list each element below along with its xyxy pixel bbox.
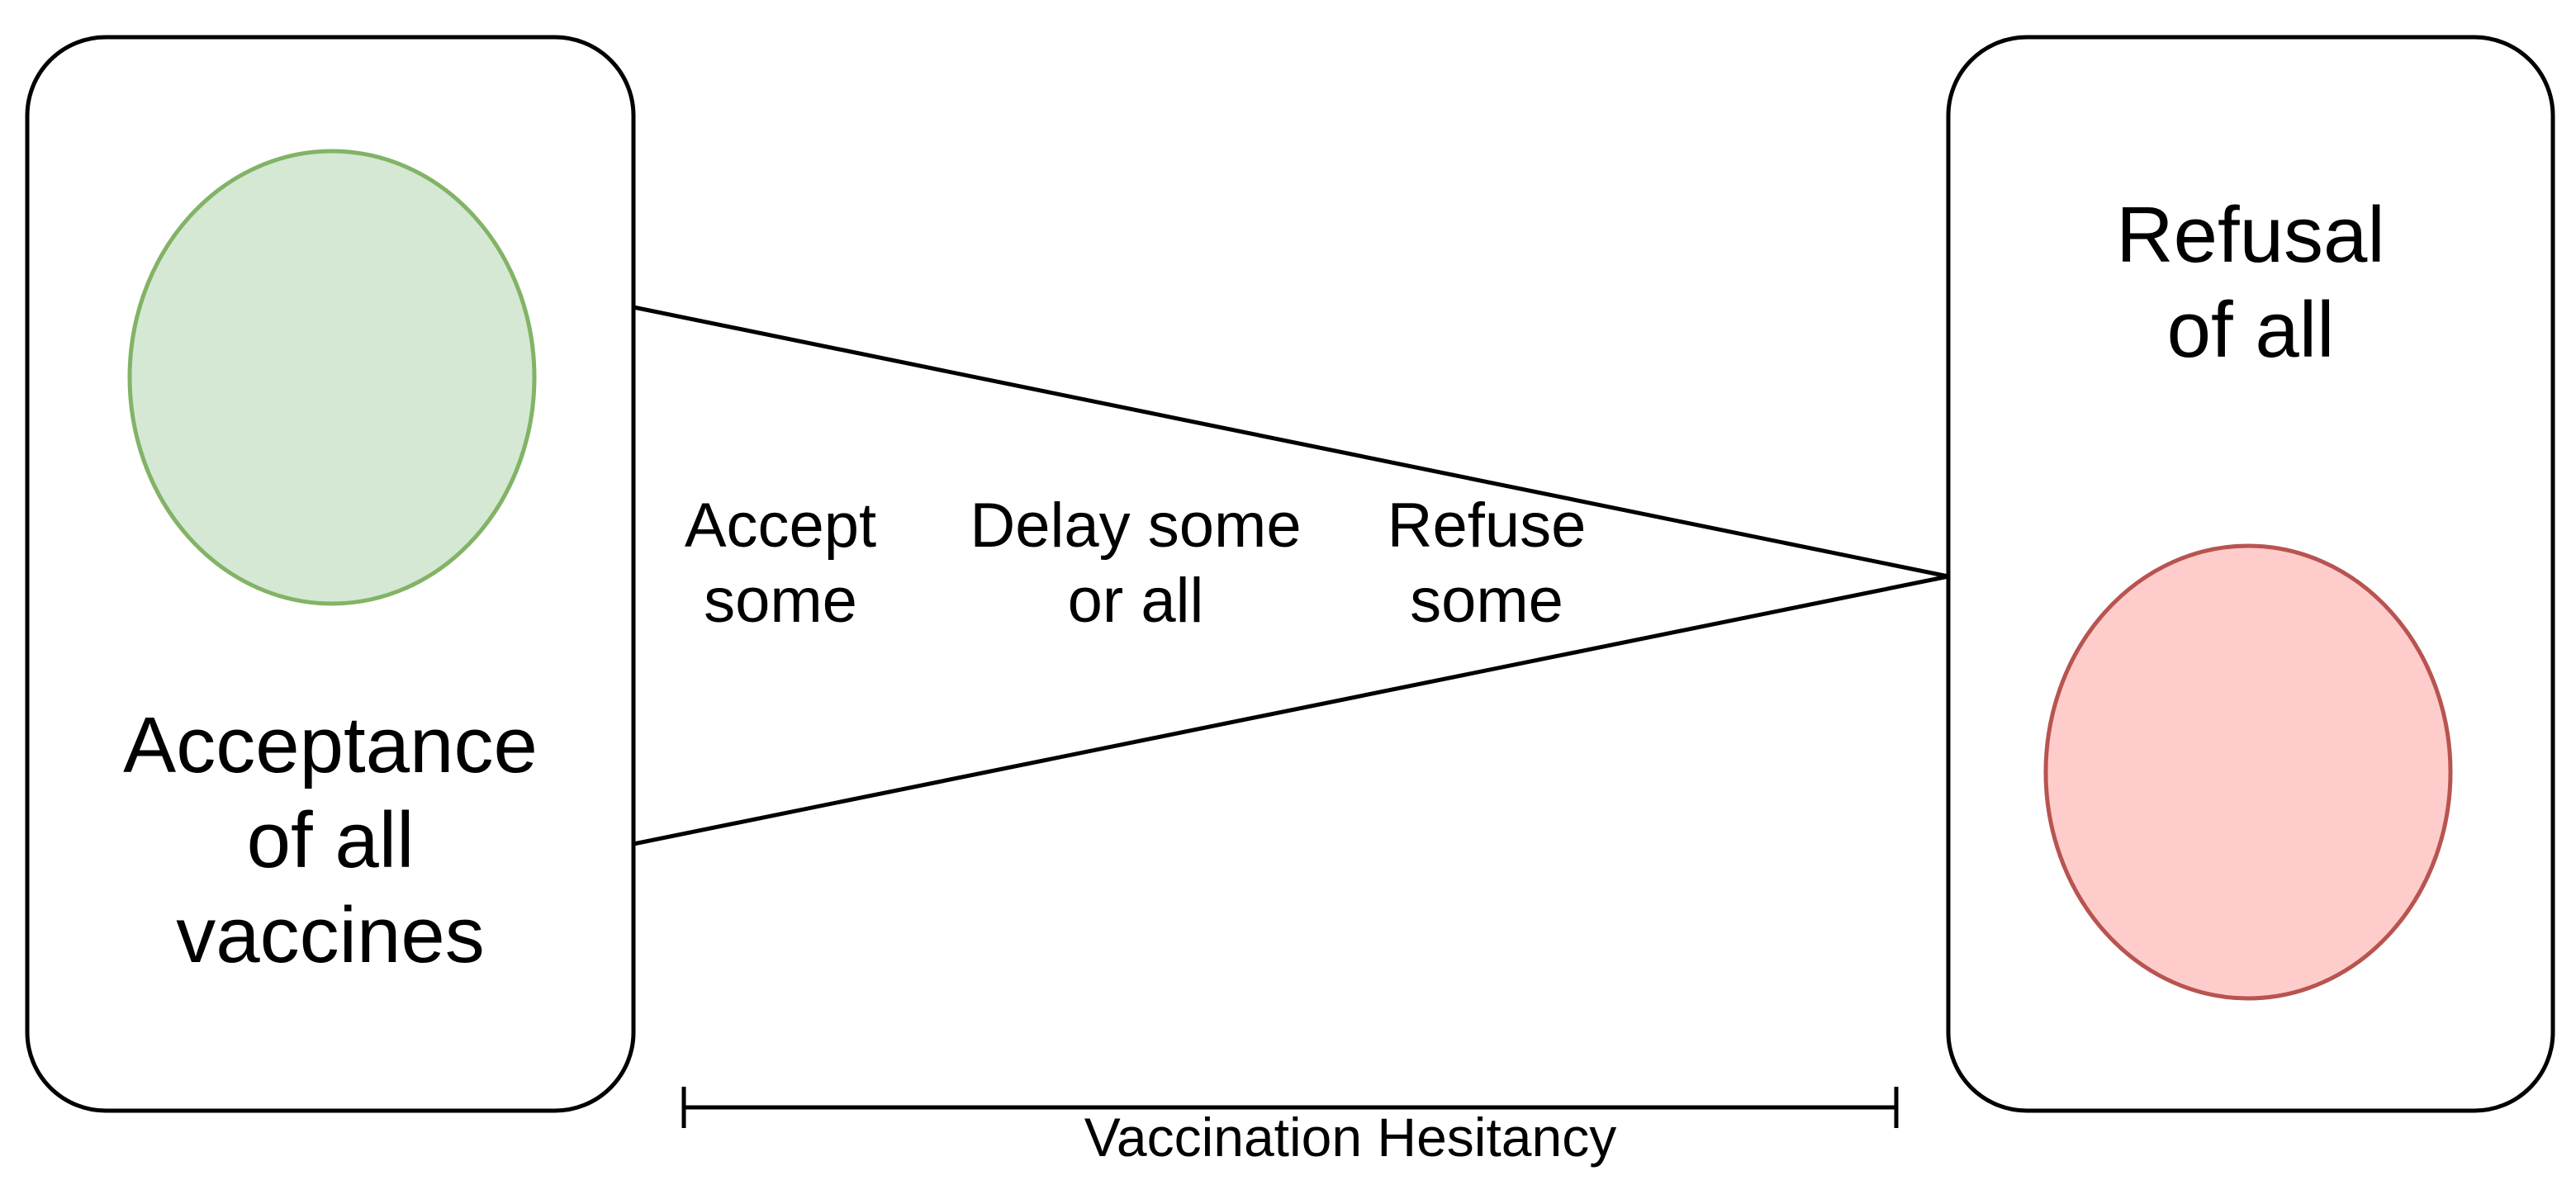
refuse-some-label: Refuse some [1363, 488, 1611, 638]
vaccination-hesitancy-label: Vaccination Hesitancy [1084, 1107, 1617, 1168]
delay-some-label-line: Delay some [970, 491, 1302, 561]
refusal-label-line: Refusal [2116, 191, 2385, 279]
accept-some-label-line: some [704, 566, 857, 637]
acceptance-label-line: vaccines [176, 891, 485, 980]
refuse-some-label-line: some [1410, 566, 1563, 637]
wedge-lower-line [633, 574, 1949, 846]
acceptance-label: Acceptance of all vaccines [27, 698, 633, 984]
refusal-label-line: of all [2166, 286, 2335, 375]
refusal-label: Refusal of all [1948, 187, 2553, 377]
accept-some-label-line: Accept [684, 491, 877, 561]
refusal-circle [2043, 543, 2453, 1001]
delay-some-label-line: or all [1067, 566, 1204, 637]
refuse-some-label-line: Refuse [1387, 491, 1587, 561]
accept-some-label: Accept some [657, 488, 904, 638]
acceptance-circle [127, 149, 537, 606]
acceptance-label-line: Acceptance [123, 701, 538, 789]
delay-some-label: Delay some or all [942, 488, 1330, 638]
wedge-upper-line [633, 305, 1949, 579]
acceptance-label-line: of all [246, 796, 415, 885]
